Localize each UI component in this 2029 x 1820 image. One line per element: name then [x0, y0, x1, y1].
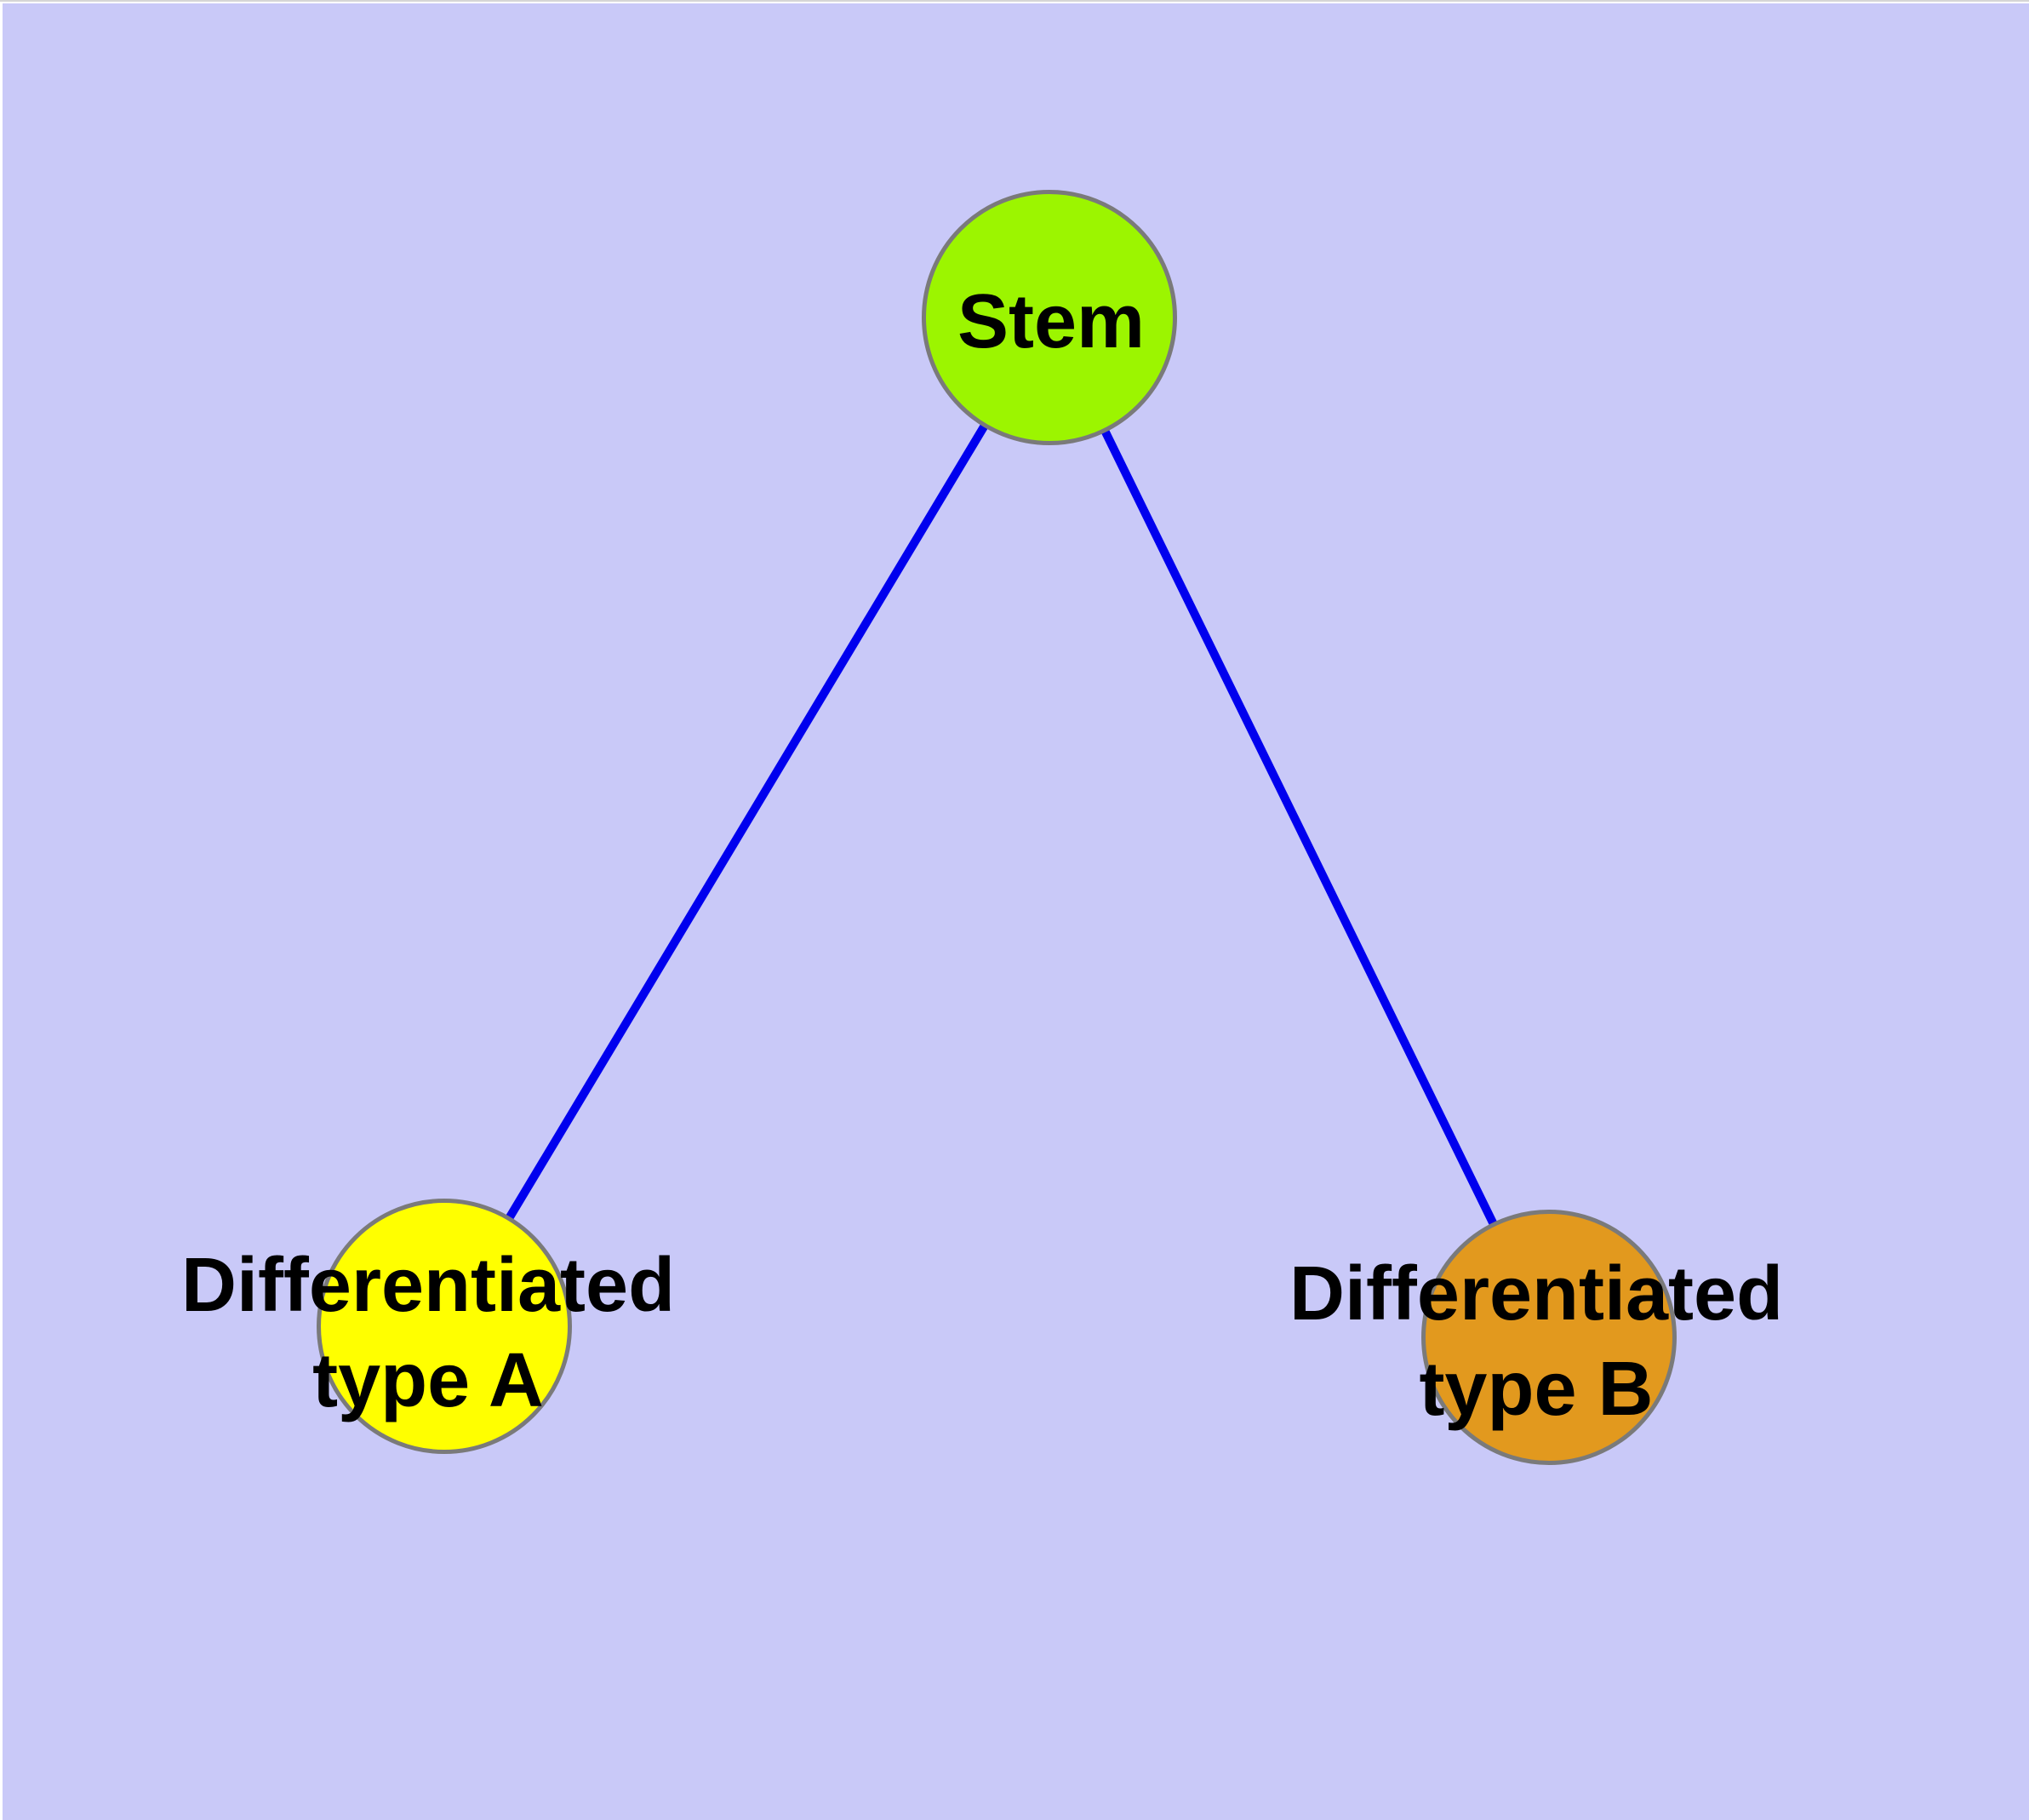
edge-stem-to-type-b	[1045, 315, 1553, 1340]
node-type-b-label: Differentiated type B	[1289, 1251, 1784, 1432]
node-stem-label: Stem	[957, 279, 1146, 364]
node-stem	[922, 190, 1177, 445]
node-differentiated-type-a	[317, 1199, 572, 1454]
node-differentiated-type-b	[1421, 1210, 1677, 1465]
top-border-line	[0, 0, 2029, 2]
node-type-a-label: Differentiated type A	[180, 1243, 676, 1423]
edge-stem-to-type-a	[440, 315, 1054, 1329]
